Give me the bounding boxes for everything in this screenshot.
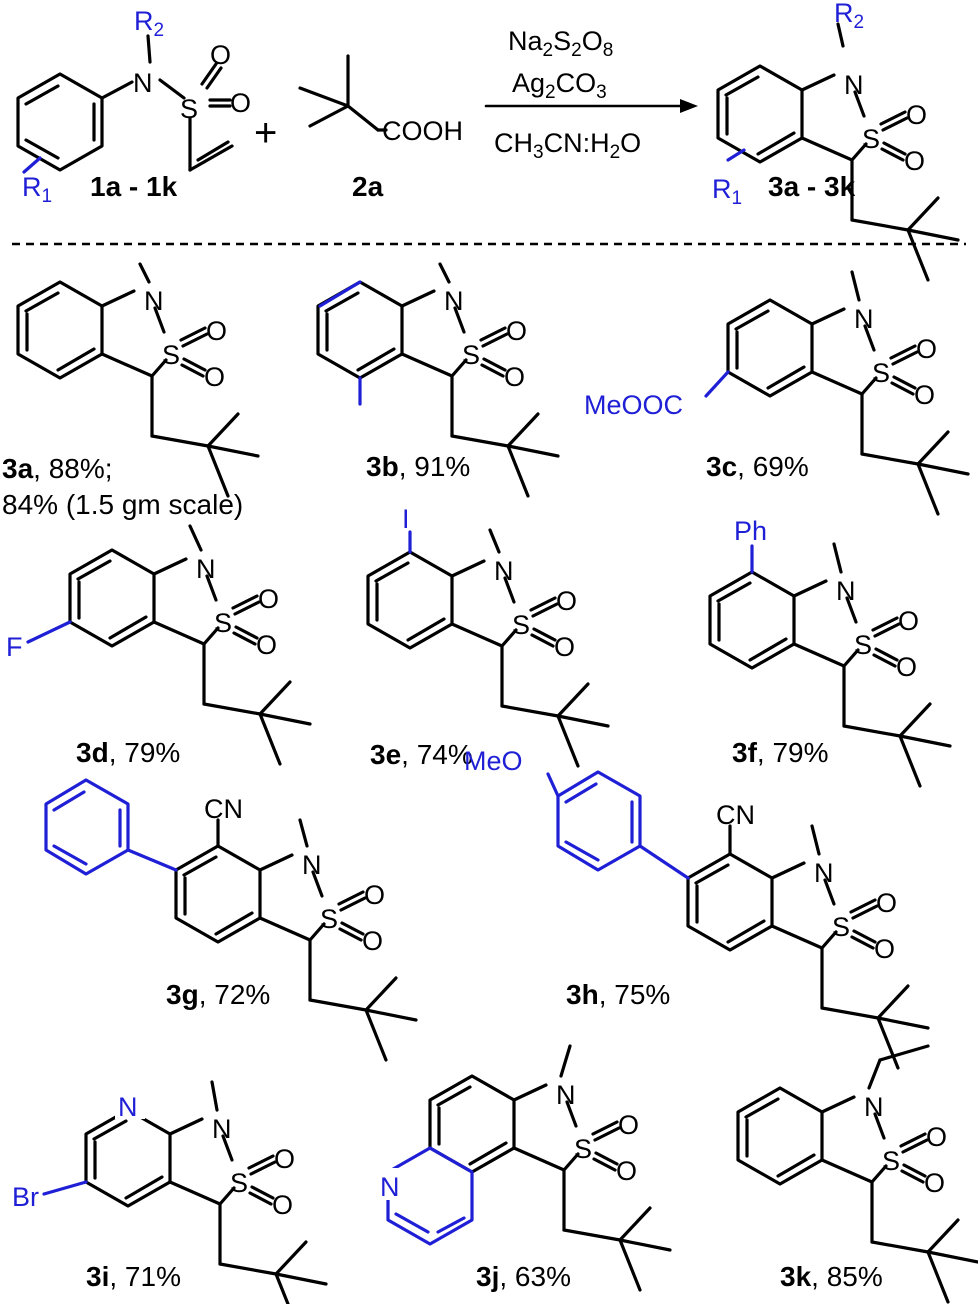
pyridine-nitrogen-3i: N <box>118 1092 138 1122</box>
reactant-1-label: 1a - 1k <box>90 171 178 202</box>
caption-3f: 3f, 79% <box>732 737 829 768</box>
compound-3g: CN 3g, 72% <box>44 778 418 1062</box>
cyano-group-3h: CN <box>716 800 755 830</box>
product-oxygen-1: O <box>906 100 927 130</box>
compound-3d: F 3d, 79% <box>6 524 312 768</box>
cooh-group: COOH <box>382 116 463 146</box>
caption-3d: 3d, 79% <box>76 737 180 768</box>
product-oxygen-2: O <box>904 146 925 176</box>
substituent-meooc: MeOOC <box>584 390 683 420</box>
caption-3a-scale: 84% (1.5 gm scale) <box>2 489 243 520</box>
reactant-2: COOH 2a <box>298 54 463 202</box>
caption-3k: 3k, 85% <box>780 1261 883 1292</box>
compound-3b: 3b, 91% <box>316 262 560 498</box>
compound-3j: N 3j, 63% <box>380 1044 672 1292</box>
cyano-group-3g: CN <box>204 794 243 824</box>
compound-3c: MeOOC 3c, 69% <box>584 270 970 516</box>
condition-oxidant: Na2S2O8 <box>508 26 613 61</box>
substituent-iodo: I <box>402 504 410 534</box>
reactant-2-label: 2a <box>352 171 384 202</box>
r1-substituent-ring: R1 <box>22 172 52 207</box>
plus-sign: + <box>254 111 277 155</box>
compound-3f: Ph 3f, 79% <box>708 516 952 788</box>
condition-catalyst: Ag2CO3 <box>512 68 607 103</box>
r1-oxygen-1: O <box>210 40 231 70</box>
r1-substituent-n: R2 <box>134 6 164 41</box>
product-label: 3a - 3k <box>768 171 856 202</box>
caption-3j: 3j, 63% <box>476 1261 571 1292</box>
compound-3a: 3a, 88%; 84% (1.5 gm scale) <box>2 262 260 520</box>
reaction-conditions: Na2S2O8 Ag2CO3 CH3CN:H2O <box>484 26 698 163</box>
caption-3e: 3e, 74% <box>370 739 473 770</box>
caption-3h: 3h, 75% <box>566 979 670 1010</box>
substituent-bromo: Br <box>12 1182 39 1212</box>
r1-oxygen-2: O <box>230 88 251 118</box>
compound-3k: 3k, 85% <box>736 1044 978 1304</box>
product-substituent-ring: R1 <box>712 174 742 209</box>
caption-3i: 3i, 71% <box>86 1261 181 1292</box>
substituent-f: F <box>6 632 23 662</box>
product-substituent-n: R2 <box>834 0 864 33</box>
compound-3e: I 3e, 74% <box>366 504 610 770</box>
substituent-methoxy: MeO <box>464 746 523 776</box>
product-general: N S O O R2 R1 3a - 3k <box>712 0 960 282</box>
caption-3a: 3a, 88%; <box>2 453 113 484</box>
compound-3i: Br N 3i, 71% <box>12 1080 328 1304</box>
caption-3g: 3g, 72% <box>166 979 270 1010</box>
r1-sulfur: S <box>180 94 198 124</box>
compound-3h: CN MeO 3h, 75% <box>464 746 930 1070</box>
reactant-1: N R2 S O O R1 1a - 1k <box>16 6 251 207</box>
condition-solvent: CH3CN:H2O <box>494 128 641 163</box>
quinoline-nitrogen-3j: N <box>380 1172 400 1202</box>
caption-3c: 3c, 69% <box>706 451 809 482</box>
substituent-phenyl: Ph <box>734 516 767 546</box>
caption-3b: 3b, 91% <box>366 451 470 482</box>
r1-nitrogen: N <box>133 68 153 98</box>
product-sulfur: S <box>862 124 880 154</box>
product-nitrogen: N <box>844 70 864 100</box>
